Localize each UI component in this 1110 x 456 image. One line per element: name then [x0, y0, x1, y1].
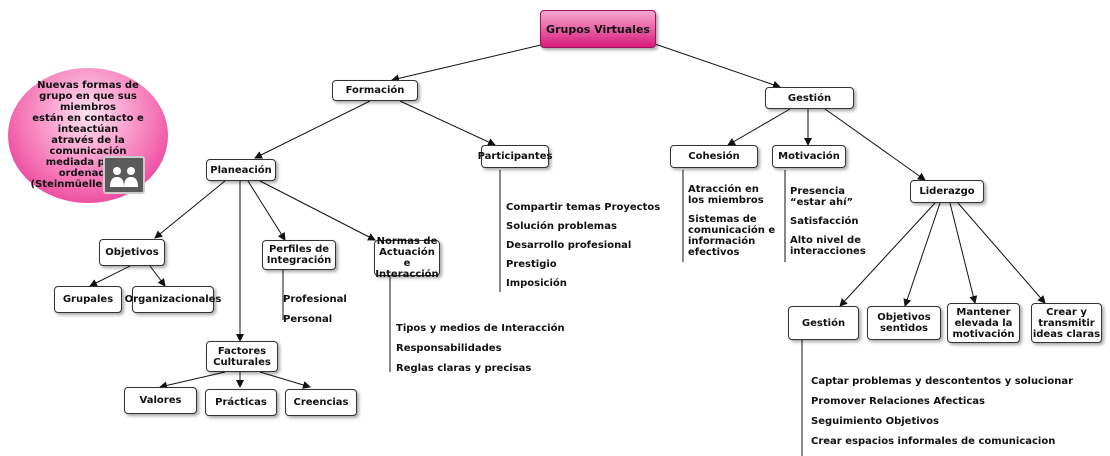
perfiles-items: Profesional Personal — [283, 294, 347, 334]
users-group-icon — [103, 156, 145, 194]
node-grupales[interactable]: Grupales — [54, 286, 122, 313]
participantes-item: Imposición — [506, 278, 567, 289]
node-crear-ideas[interactable]: Crear y transmitir ideas claras — [1031, 303, 1102, 343]
cohesion-items: Atracción en los miembros Sistemas de co… — [688, 184, 775, 266]
node-perfiles[interactable]: Perfiles de Integración — [262, 240, 336, 270]
node-organizacionales[interactable]: Organizacionales — [125, 286, 221, 313]
participantes-items: Compartir temas Proyectos Solución probl… — [506, 202, 660, 297]
node-normas[interactable]: Normas de Actuación e Interacción — [374, 236, 440, 280]
root-node[interactable]: Grupos Virtuales — [540, 10, 656, 48]
perfiles-item: Personal — [283, 314, 333, 325]
liderazgo-gestion-item: Promover Relaciones Afecticas — [811, 396, 985, 407]
node-liderazgo[interactable]: Liderazgo — [910, 180, 984, 203]
users-icon-glyph — [110, 167, 138, 187]
node-factores[interactable]: Factores Culturales — [206, 341, 278, 372]
normas-item: Reglas claras y precisas — [396, 363, 532, 374]
motivacion-items: Presencia “estar ahí” Satisfacción Alto … — [790, 186, 866, 265]
normas-item: Responsabilidades — [396, 343, 502, 354]
liderazgo-gestion-item: Crear espacios informales de comunicacio… — [811, 436, 1056, 447]
node-formacion[interactable]: Formación — [332, 80, 418, 101]
cohesion-item: Atracción en los miembros — [688, 184, 764, 206]
node-creencias[interactable]: Creencias — [285, 389, 357, 416]
node-objetivos[interactable]: Objetivos — [99, 239, 165, 266]
node-gestion[interactable]: Gestión — [765, 87, 854, 109]
participantes-item: Solución problemas — [506, 221, 617, 232]
node-cohesion[interactable]: Cohesión — [670, 145, 758, 168]
liderazgo-gestion-items: Captar problemas y descontentos y soluci… — [811, 376, 1073, 456]
node-valores[interactable]: Valores — [124, 387, 197, 414]
node-objetivos-sentidos[interactable]: Objetivos sentidos — [867, 306, 941, 340]
node-practicas[interactable]: Prácticas — [205, 389, 277, 416]
node-participantes[interactable]: Participantes — [478, 145, 552, 168]
node-liderazgo-gestion[interactable]: Gestión — [788, 306, 859, 340]
normas-items: Tipos y medios de Interacción Responsabi… — [396, 323, 565, 383]
node-planeacion[interactable]: Planeación — [206, 159, 276, 181]
participantes-item: Compartir temas Proyectos — [506, 202, 661, 213]
motivacion-item: Alto nivel de interacciones — [790, 235, 866, 257]
participantes-item: Prestigio — [506, 259, 557, 270]
motivacion-item: Presencia “estar ahí” — [790, 186, 854, 208]
liderazgo-gestion-item: Seguimiento Objetivos — [811, 416, 939, 427]
normas-item: Tipos y medios de Interacción — [396, 323, 565, 334]
cohesion-item: Sistemas de comunicación e información e… — [688, 214, 776, 258]
perfiles-item: Profesional — [283, 294, 347, 305]
node-mantener-motivacion[interactable]: Mantener elevada la motivación — [947, 303, 1020, 343]
motivacion-item: Satisfacción — [790, 216, 859, 227]
node-motivacion[interactable]: Motivación — [772, 145, 846, 168]
participantes-item: Desarrollo profesional — [506, 240, 632, 251]
liderazgo-gestion-item: Captar problemas y descontentos y soluci… — [811, 376, 1074, 387]
